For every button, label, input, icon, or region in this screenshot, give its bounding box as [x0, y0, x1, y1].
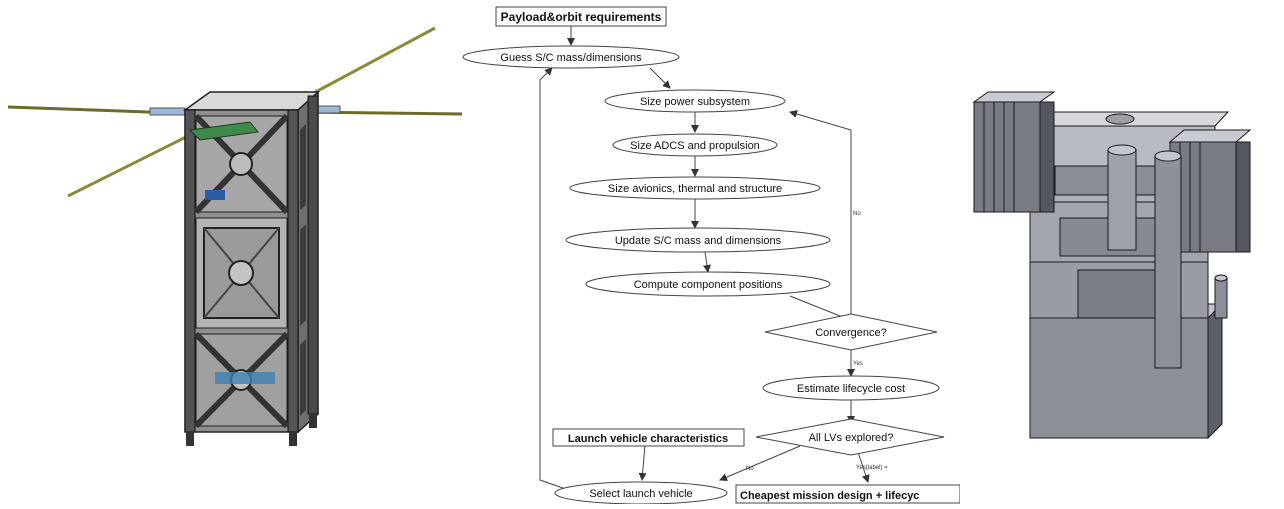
node-lv-chars: Launch vehicle characteristics — [552, 428, 745, 447]
node-update-label: Update S/C mass and dimensions — [615, 235, 782, 247]
node-update: Update S/C mass and dimensions — [565, 227, 831, 253]
cubesat-illustration — [0, 0, 470, 504]
cad-model — [972, 91, 1252, 440]
flowchart: No Yes No Yes(label) = Payload&orbit req… — [460, 0, 961, 505]
node-estimate: Estimate lifecycle cost — [762, 375, 940, 401]
node-select-lv-label: Select launch vehicle — [589, 488, 692, 500]
node-convergence-label: Convergence? — [815, 327, 887, 339]
cad-panel-right — [1168, 129, 1252, 253]
edge-label-yes-lvs: Yes(label) = — [856, 465, 888, 471]
antenna-mount-left — [149, 107, 186, 116]
node-avionics-label: Size avionics, thermal and structure — [608, 183, 782, 195]
node-all-lvs-label: All LVs explored? — [809, 432, 894, 444]
node-cheapest-label: Cheapest mission design + lifecyc — [740, 490, 919, 502]
cad-model-drawing — [972, 91, 1252, 440]
node-estimate-label: Estimate lifecycle cost — [797, 383, 905, 395]
edge-label-no-convergence: No — [853, 211, 861, 217]
node-guess: Guess S/C mass/dimensions — [462, 45, 680, 69]
flow-edges — [539, 25, 870, 495]
cad-model-illustration — [960, 0, 1284, 504]
node-adcs-label: Size ADCS and propulsion — [630, 140, 760, 152]
node-lv-chars-label: Launch vehicle characteristics — [568, 433, 728, 445]
node-avionics: Size avionics, thermal and structure — [569, 176, 821, 200]
node-positions: Compute component positions — [585, 271, 831, 297]
node-power: Size power subsystem — [604, 89, 786, 113]
cubesat-drawing — [7, 26, 463, 446]
node-adcs: Size ADCS and propulsion — [612, 133, 778, 157]
edge-label-yes-convergence: Yes — [853, 361, 863, 367]
flowchart-svg: No Yes No Yes(label) = Payload&orbit req… — [462, 6, 961, 505]
node-convergence: Convergence? — [764, 313, 938, 351]
node-payload-label: Payload&orbit requirements — [501, 10, 662, 24]
node-all-lvs: All LVs explored? — [755, 418, 945, 456]
cubesat-frame — [182, 90, 320, 446]
antenna-diagonal-right — [294, 26, 436, 105]
node-positions-label: Compute component positions — [634, 279, 783, 291]
node-power-label: Size power subsystem — [640, 96, 750, 108]
cad-panel-left — [972, 91, 1056, 213]
node-payload: Payload&orbit requirements — [495, 6, 667, 27]
antenna-left — [7, 105, 176, 115]
node-cheapest: Cheapest mission design + lifecyc — [735, 484, 961, 504]
edge-label-no-lvs: No — [746, 466, 754, 472]
node-select-lv: Select launch vehicle — [554, 481, 728, 505]
node-guess-label: Guess S/C mass/dimensions — [500, 52, 642, 64]
